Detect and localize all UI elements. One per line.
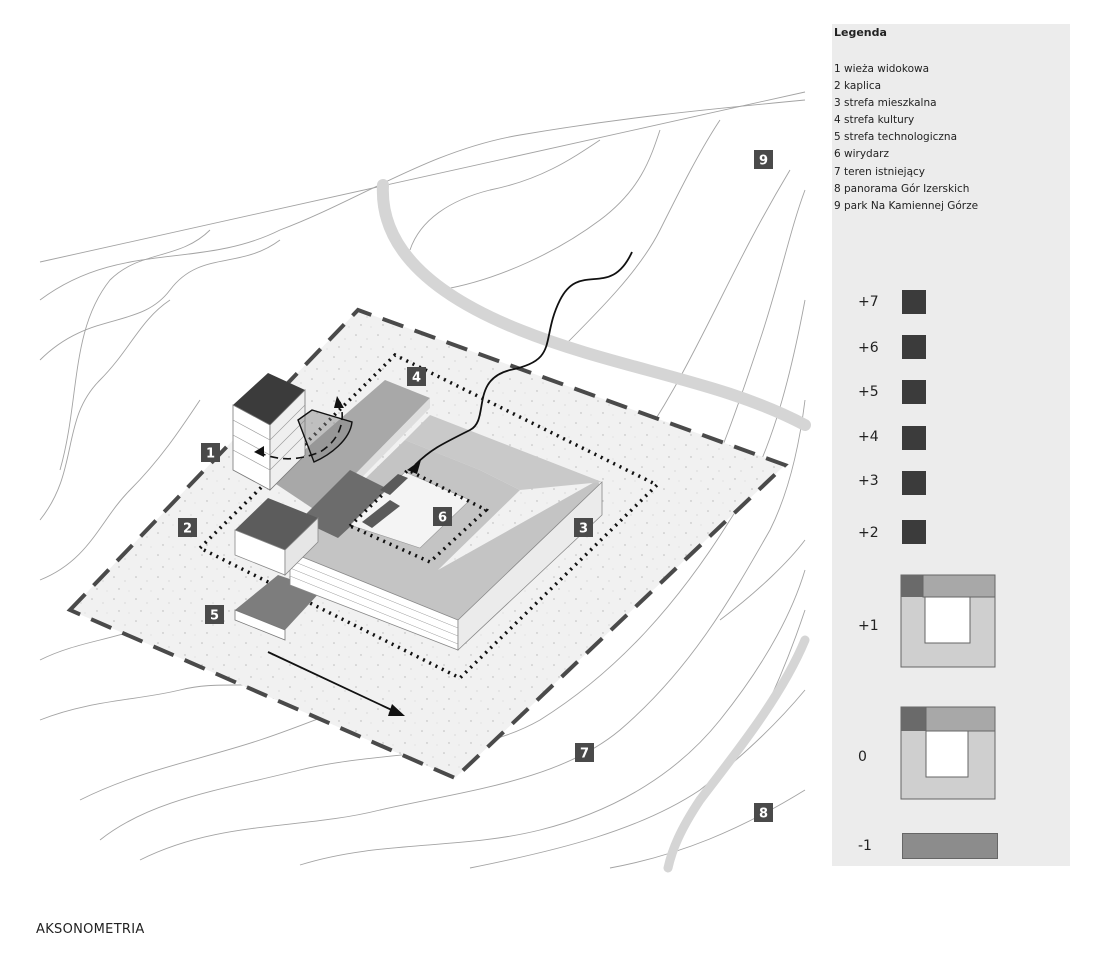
legend-item: 1 wieża widokowa bbox=[834, 63, 930, 75]
figure-caption: AKSONOMETRIA bbox=[36, 922, 145, 937]
zone-marker-label: 7 bbox=[580, 747, 589, 762]
zone-marker-label: 9 bbox=[759, 154, 768, 169]
zone-marker-8: 8 bbox=[754, 803, 773, 822]
level-label: +3 bbox=[858, 473, 879, 489]
zone-marker-label: 2 bbox=[183, 522, 192, 537]
zone-marker-label: 8 bbox=[759, 807, 768, 822]
level-plan-plus1 bbox=[900, 574, 996, 668]
legend-item: 7 teren istniejący bbox=[834, 165, 926, 178]
level-label: +7 bbox=[858, 294, 879, 310]
direction-arrow bbox=[267, 651, 397, 713]
zone-marker-label: 5 bbox=[210, 609, 219, 624]
zone-marker-4: 4 bbox=[407, 367, 426, 386]
legend-item: 9 park Na Kamiennej Górze bbox=[834, 199, 979, 212]
zone-marker-6: 6 bbox=[433, 507, 452, 526]
view-cone bbox=[297, 409, 353, 463]
residential-block-top bbox=[405, 415, 602, 490]
zone-marker-label: 3 bbox=[579, 522, 588, 537]
level-label: +5 bbox=[858, 384, 879, 400]
level-plan-swatch bbox=[902, 520, 926, 544]
outer-circulation-loop bbox=[197, 352, 660, 681]
zone-marker-7: 7 bbox=[575, 743, 594, 762]
level-plan-swatch bbox=[902, 471, 926, 495]
axonometric-site-diagram: 1 2 3 4 5 6 7 8 9 bbox=[39, 91, 811, 873]
level-plan-swatch bbox=[902, 380, 926, 404]
level-plan-0 bbox=[900, 706, 996, 800]
legend-item: 5 strefa technologiczna bbox=[834, 131, 958, 144]
legend-item: 2 kaplica bbox=[834, 80, 882, 93]
level-plan-minus1 bbox=[902, 833, 998, 859]
level-label: 0 bbox=[858, 749, 867, 765]
zone-marker-label: 6 bbox=[438, 511, 447, 526]
culture-wing-top bbox=[270, 380, 430, 512]
terrain-contours bbox=[39, 91, 806, 869]
level-label: +1 bbox=[858, 618, 879, 634]
level-label: +4 bbox=[858, 429, 879, 445]
level-plan-swatch bbox=[902, 426, 926, 450]
legend-item: 8 panorama Gór Izerskich bbox=[834, 182, 970, 195]
zone-marker-label: 1 bbox=[206, 447, 215, 462]
legend-item: 4 strefa kultury bbox=[834, 114, 915, 127]
legend-list: 1 wieża widokowa 2 kaplica 3 strefa mies… bbox=[834, 61, 978, 215]
zone-marker-3: 3 bbox=[574, 518, 593, 537]
view-arrow bbox=[257, 401, 344, 460]
zone-marker-1: 1 bbox=[201, 443, 220, 462]
legend-item: 6 wirydarz bbox=[834, 148, 889, 161]
road bbox=[663, 635, 810, 873]
legend-title: Legenda bbox=[834, 26, 887, 39]
level-label: +2 bbox=[858, 525, 879, 541]
inner-circulation-loop bbox=[346, 467, 490, 565]
zone-marker-2: 2 bbox=[178, 518, 197, 537]
tower-roof bbox=[233, 373, 305, 425]
zone-marker-label: 4 bbox=[412, 371, 421, 386]
road bbox=[376, 179, 811, 431]
level-label: -1 bbox=[858, 838, 872, 854]
entry-path bbox=[414, 251, 633, 466]
level-plan-swatch bbox=[902, 290, 926, 314]
level-plan-swatch bbox=[902, 335, 926, 359]
zone-marker-9: 9 bbox=[754, 150, 773, 169]
chapel-roof bbox=[235, 498, 318, 550]
legend-item: 3 strefa mieszkalna bbox=[834, 97, 937, 110]
zone-marker-5: 5 bbox=[205, 605, 224, 624]
level-label: +6 bbox=[858, 340, 879, 356]
